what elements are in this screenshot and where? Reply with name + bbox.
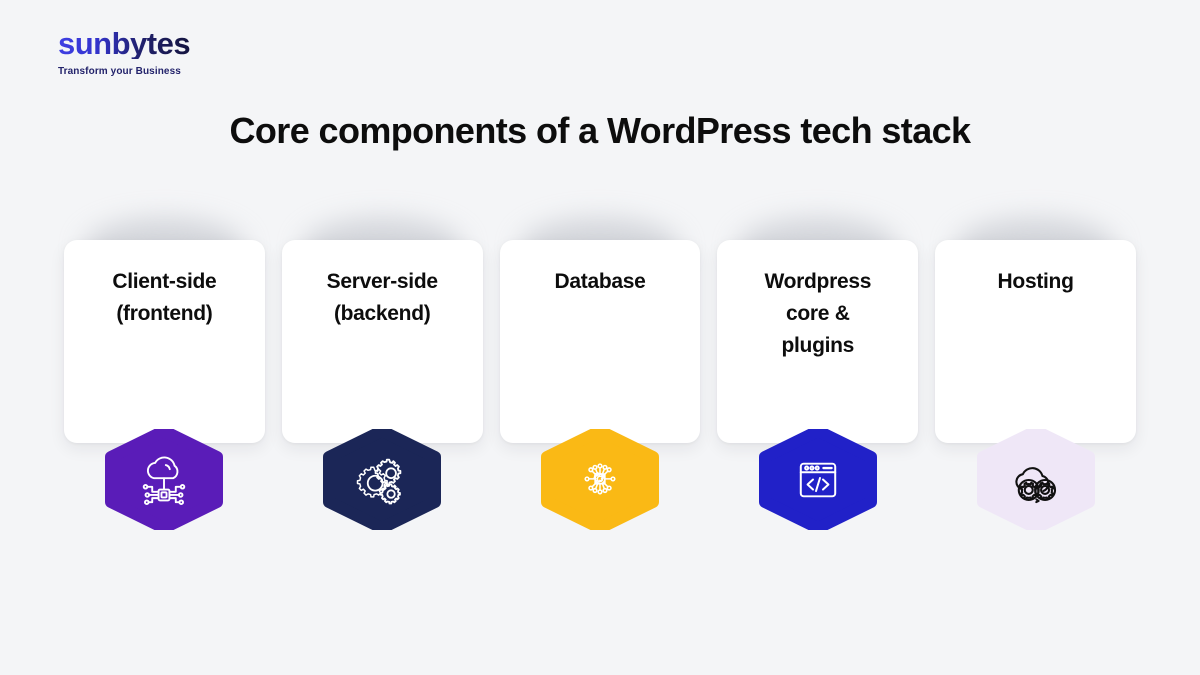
card-body[interactable]: Client-side (frontend)	[64, 240, 265, 443]
card-title: Database	[512, 266, 689, 298]
component-card-hosting[interactable]: Hosting	[935, 218, 1136, 530]
card-title-line-1: Client-side	[112, 270, 217, 293]
page-title: Core components of a WordPress tech stac…	[229, 110, 972, 151]
gears-icon	[353, 451, 411, 509]
hexagon-badge[interactable]	[758, 429, 877, 530]
card-title-line-1: Database	[554, 270, 646, 293]
component-card-wordpress-core[interactable]: Wordpress core & plugins	[717, 218, 919, 530]
hexagon-badge[interactable]	[540, 429, 659, 530]
brand-wordmark: sunbytes	[58, 26, 191, 61]
card-body[interactable]: Server-side (backend)	[281, 240, 483, 443]
network-hub-icon	[571, 451, 629, 509]
card-title-line-3: plugins	[781, 333, 855, 357]
card-title: Wordpress core & plugins	[729, 266, 906, 362]
card-title: Client-side (frontend)	[76, 266, 253, 330]
card-title-line-2: (frontend)	[116, 301, 213, 325]
hexagon-badge[interactable]	[323, 429, 442, 530]
components-row: Client-side (frontend)	[64, 218, 1136, 530]
card-title: Hosting	[947, 266, 1124, 298]
card-body[interactable]: Database	[499, 240, 701, 443]
card-body[interactable]: Hosting	[935, 240, 1136, 443]
component-card-server-side[interactable]: Server-side (backend)	[281, 218, 483, 530]
hexagon-badge[interactable]	[976, 429, 1095, 530]
card-title-line-1: Wordpress	[764, 270, 872, 293]
brand-tagline: Transform your Business	[58, 66, 181, 77]
card-body[interactable]: Wordpress core & plugins	[717, 240, 919, 443]
card-title-line-2: (backend)	[333, 301, 431, 325]
code-browser-icon	[789, 451, 847, 509]
card-title-line-1: Server-side	[326, 270, 438, 293]
component-card-database[interactable]: Database	[499, 218, 701, 530]
component-card-client-side[interactable]: Client-side (frontend)	[64, 218, 265, 530]
brand-logo[interactable]: sunbytes Transform your Business	[58, 28, 278, 77]
card-title-line-2: core &	[786, 301, 850, 325]
card-title-line-1: Hosting	[997, 270, 1074, 293]
card-title: Server-side (backend)	[294, 266, 471, 330]
cloud-network-icon	[135, 451, 193, 509]
cloud-gears-icon	[1007, 451, 1065, 509]
hexagon-badge[interactable]	[105, 429, 224, 530]
